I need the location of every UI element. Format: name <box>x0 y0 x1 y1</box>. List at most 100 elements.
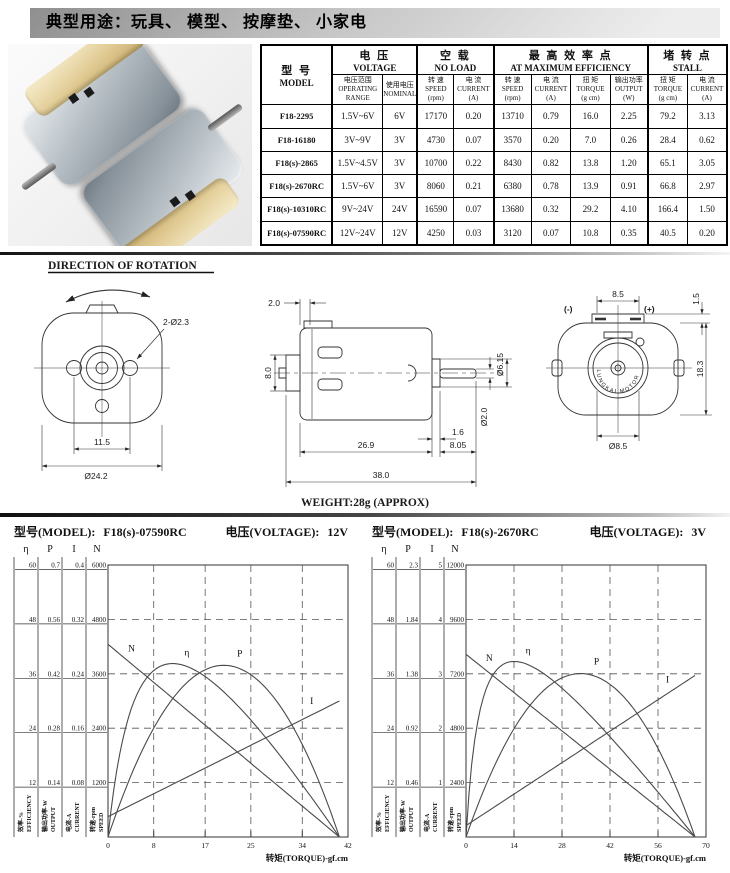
direction-title: DIRECTION OF ROTATION <box>48 260 197 272</box>
axis-tick-label: 24 <box>387 725 395 733</box>
curve-label: N <box>486 654 493 664</box>
group-header-row: 型 号 MODEL 电 压 VOLTAGE 空 载 NO LOAD 最 高 效 … <box>260 44 728 106</box>
spec-cell: 3120 <box>493 220 532 246</box>
axis-tick-label: 0.16 <box>72 725 85 733</box>
axis-tick-label: 9600 <box>450 616 465 624</box>
axis-letter: P <box>47 544 53 555</box>
spec-cell: 1.20 <box>609 150 649 176</box>
axis-title-en: EFFICIENCY <box>385 794 391 832</box>
spec-cell: 13710 <box>493 104 532 129</box>
axis-tick-label: 1 <box>439 779 443 787</box>
col-header-model: 型 号 MODEL <box>260 44 334 106</box>
model-cell: F18(s)-07590RC <box>260 220 334 246</box>
col-operating-range: 电压范围 OPERATING RANGE <box>331 73 384 106</box>
chart-model-label: 型号(MODEL): <box>14 525 96 539</box>
curve-label: η <box>184 649 189 659</box>
axis-tick-label: 0.92 <box>406 725 419 733</box>
axis-title-zh: 电流-A <box>65 813 73 832</box>
x-axis-label: 转矩(TORQUE)-gf.cm <box>624 853 706 863</box>
dim-total-length: 38.0 <box>373 470 390 480</box>
axis-letter: I <box>72 544 75 555</box>
spec-cell: 0.32 <box>530 197 572 222</box>
section-divider <box>0 513 730 517</box>
axis-title-en: EFFICIENCY <box>27 794 33 832</box>
axis-tick-label: 4800 <box>92 616 107 624</box>
x-tick-label: 56 <box>654 841 662 850</box>
spec-cell: 3V~9V <box>331 127 384 152</box>
series-curve <box>465 674 696 827</box>
dim-terminal-spacing: 8.5 <box>612 289 624 299</box>
axis-letter: η <box>23 544 28 555</box>
col-nominal: 使用电压 NOMINAL <box>382 73 419 106</box>
axis-tick-label: 5 <box>439 562 443 570</box>
series-curve <box>107 662 340 838</box>
dim-boss-length: 1.6 <box>452 427 464 437</box>
chart-header: 型号(MODEL): F18(s)-2670RC 电压(VOLTAGE): 3V <box>358 521 716 541</box>
axis-letter: I <box>430 544 433 555</box>
spec-cell: 9V~24V <box>331 197 384 222</box>
axis-title-zh: 转速-rpm <box>447 807 455 832</box>
axis-title-en: CURRENT <box>433 802 439 832</box>
axis-tick-label: 36 <box>387 670 395 678</box>
axis-tick-label: 3600 <box>92 670 107 678</box>
spec-cell: 4250 <box>416 220 455 246</box>
axis-tick-label: 60 <box>29 562 37 570</box>
axis-tick-label: 2400 <box>450 779 465 787</box>
spec-cell: 12V <box>382 220 419 246</box>
axis-tick-label: 2 <box>439 725 443 733</box>
x-tick-label: 14 <box>510 841 518 850</box>
spec-cell: 10.8 <box>570 220 611 246</box>
axis-letter: P <box>405 544 411 555</box>
section-divider <box>0 252 730 255</box>
axis-tick-label: 60 <box>387 562 395 570</box>
axis-tick-label: 0.4 <box>75 562 84 570</box>
x-tick-label: 0 <box>106 841 110 850</box>
dim-shaft-length: 8.05 <box>450 440 467 450</box>
x-tick-label: 28 <box>558 841 566 850</box>
axis-tick-label: 7200 <box>450 670 465 678</box>
side-view: 2.0 8.0 Ø6.15 Ø2.0 1.6 26.9 8.05 38.0 <box>263 298 512 487</box>
typical-uses-text: 典型用途：玩具、 模型、 按摩垫、 小家电 <box>46 14 368 31</box>
dim-rear-boss-dia: Ø8.5 <box>609 441 628 451</box>
spec-cell: 0.07 <box>530 220 572 246</box>
spec-cell: 10700 <box>416 150 455 176</box>
dim-boss-height: 8.0 <box>263 367 273 379</box>
spec-cell: 3V <box>382 127 419 152</box>
spec-cell: 3.05 <box>686 150 728 176</box>
chart-header: 型号(MODEL): F18(s)-07590RC 电压(VOLTAGE): 1… <box>0 521 358 541</box>
axis-letter: η <box>381 544 386 555</box>
axis-title-zh: 效率-% <box>17 812 25 832</box>
spec-cell: 8430 <box>493 150 532 176</box>
model-header-zh: 型 号 <box>281 65 312 78</box>
spec-cell: 8060 <box>416 174 455 199</box>
col-noload-speed: 转 速 SPEED (rpm) <box>416 73 455 106</box>
dim-front-diameter: Ø24.2 <box>84 471 107 481</box>
series-curve <box>465 653 696 838</box>
spec-cell: 0.20 <box>453 104 495 129</box>
chart-voltage-value: 12V <box>327 525 348 539</box>
model-cell: F18-2295 <box>260 104 334 129</box>
col-maxeff-current: 电 流 CURRENT (A) <box>530 73 572 106</box>
axis-letter: N <box>93 544 100 555</box>
axis-tick-label: 0.56 <box>48 616 61 624</box>
spec-cell: 0.03 <box>453 220 495 246</box>
chart-voltage-label: 电压(VOLTAGE): <box>225 525 320 539</box>
spec-table: 型 号 MODEL 电 压 VOLTAGE 空 载 NO LOAD 最 高 效 … <box>260 44 728 246</box>
dim-holes: 2-Ø2.3 <box>163 317 189 327</box>
spec-cell: 16.0 <box>570 104 611 129</box>
axis-tick-label: 4 <box>439 616 443 624</box>
x-tick-label: 34 <box>299 841 307 850</box>
x-axis-label: 转矩(TORQUE)-gf.cm <box>266 853 348 863</box>
axis-tick-label: 3 <box>439 670 443 678</box>
series-curve <box>465 672 696 838</box>
axis-letter: N <box>451 544 458 555</box>
axis-title-en: OUTPUT <box>51 807 57 832</box>
spec-cell: 0.22 <box>453 150 495 176</box>
axis-title-en: SPEED <box>457 812 463 832</box>
spec-cell: 6V <box>382 104 419 129</box>
